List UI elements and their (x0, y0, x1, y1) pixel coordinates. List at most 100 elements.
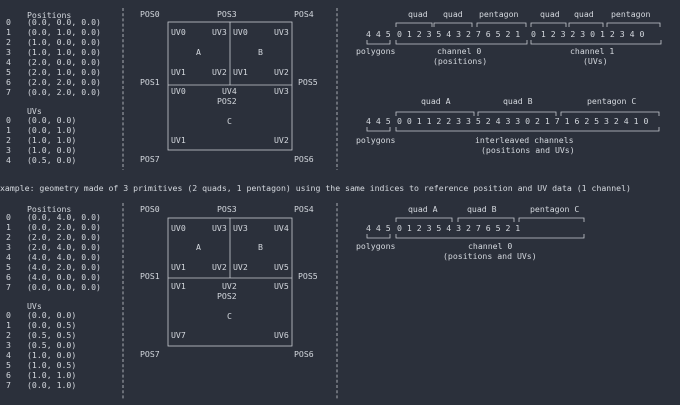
bottom-uv-c-br: UV6 (274, 330, 289, 340)
bottom-positions-list: Positions 0 (0.0, 4.0, 0.0) 1 (0.0, 2.0,… (6, 204, 101, 292)
bottom-uv-c-tl: UV1 (171, 281, 186, 291)
top-uvs-title: UVs (27, 106, 42, 116)
top-positions-list: Positions 0 (0.0, 0.0, 0.0) 1 (0.0, 1.0,… (6, 10, 101, 97)
top-r1-bracket-quad-4 (568, 22, 604, 27)
top-r1-group-quad-1: quad (408, 9, 428, 19)
bottom-r1-channel0-label: channel 0 (468, 241, 512, 251)
bottom-face-a: A (196, 242, 201, 252)
top-position-5-value: (2.0, 1.0, 0.0) (27, 67, 101, 77)
bottom-uv-b-tr: UV4 (274, 223, 289, 233)
bottom-label-pos7: POS7 (140, 349, 160, 359)
top-r2-group-pentagon-c: pentagon C (587, 96, 636, 106)
top-r1-bracket-quad-2 (433, 22, 473, 27)
top-position-6-value: (2.0, 2.0, 0.0) (27, 77, 101, 87)
bottom-r1-bracket-indices (395, 234, 585, 239)
bottom-uv-a-tl: UV0 (171, 223, 186, 233)
bottom-uv-a-bl: UV1 (171, 262, 186, 272)
top-r2-bracket-quad-a (395, 111, 475, 116)
top-position-0-index: 0 (6, 17, 11, 27)
bottom-label-pos2: POS2 (217, 291, 237, 301)
bottom-uv-5-index: 5 (6, 360, 11, 370)
bottom-uv-c-tm: UV2 (222, 281, 237, 291)
top-r1-bracket-polygons (366, 40, 391, 45)
bottom-position-5-value: (4.0, 2.0, 0.0) (27, 262, 101, 272)
bottom-channel-single: quad A quad B pentagon C 4 4 5 0 1 2 3 5… (356, 204, 585, 261)
top-uv-b-tl: UV0 (233, 27, 248, 37)
bottom-position-0-index: 0 (6, 212, 11, 222)
bottom-r1-channel0-sub: (positions and UVs) (443, 251, 537, 261)
caption: xample: geometry made of 3 primitives (2… (0, 183, 631, 193)
top-uv-b-bl: UV1 (233, 67, 248, 77)
bottom-position-1-index: 1 (6, 222, 11, 232)
top-r2-bracket-polygons (366, 127, 391, 132)
bottom-label-pos5: POS5 (298, 271, 318, 281)
bottom-uv-4-index: 4 (6, 350, 11, 360)
top-r1-channel0-indices: 0 1 2 3 5 4 3 2 7 6 5 2 1 (397, 29, 520, 39)
bottom-uv-7-index: 7 (6, 380, 11, 390)
top-label-pos5: POS5 (298, 77, 318, 87)
bottom-r1-indices: 0 1 2 3 5 4 3 2 7 6 5 2 1 (397, 223, 520, 233)
bottom-uv-a-br: UV2 (212, 262, 227, 272)
bottom-position-3-index: 3 (6, 242, 11, 252)
bottom-uv-5-value: (1.0, 0.5) (27, 360, 76, 370)
top-r2-bracket-indices (395, 127, 660, 132)
bottom-uv-a-tr: UV3 (212, 223, 227, 233)
bottom-uvs-list: UVs 0 (0.0, 0.0) 1 (0.0, 0.5) 2 (0.5, 0.… (6, 301, 76, 390)
bottom-uv-2-value: (0.5, 0.5) (27, 330, 76, 340)
bottom-uv-1-value: (0.0, 0.5) (27, 320, 76, 330)
bottom-position-7-value: (0.0, 0.0, 0.0) (27, 282, 101, 292)
top-position-3-value: (1.0, 1.0, 0.0) (27, 47, 101, 57)
top-r1-channel1-label: channel 1 (570, 46, 614, 56)
top-r1-polygon-counts: 4 4 5 (366, 29, 391, 39)
top-face-c: C (227, 116, 232, 126)
top-r1-bracket-pentagon-1 (476, 22, 527, 27)
top-label-pos7: POS7 (140, 154, 160, 164)
top-r1-bracket-quad-1 (395, 22, 433, 27)
top-uv-a-tl: UV0 (171, 27, 186, 37)
bottom-uv-c-tr: UV5 (274, 281, 289, 291)
bottom-uv-1-index: 1 (6, 320, 11, 330)
bottom-uv-b-bl: UV2 (233, 262, 248, 272)
bottom-position-5-index: 5 (6, 262, 11, 272)
bottom-position-4-index: 4 (6, 252, 11, 262)
top-r2-bracket-pentagon-c (560, 111, 660, 116)
top-uv-4-index: 4 (6, 155, 11, 165)
bottom-label-pos6: POS6 (294, 349, 314, 359)
bottom-uvs-title: UVs (27, 301, 42, 311)
bottom-r1-group-pentagon-c: pentagon C (530, 204, 579, 214)
top-face-b: B (258, 47, 263, 57)
top-channels-interleaved: quad A quad B pentagon C 4 4 5 0 0 1 1 2… (356, 96, 660, 155)
top-r1-group-pentagon-1: pentagon (479, 9, 519, 19)
top-position-4-index: 4 (6, 57, 11, 67)
top-r1-bracket-channel1 (530, 40, 662, 45)
top-uv-c-bl: UV1 (171, 135, 186, 145)
bottom-position-7-index: 7 (6, 282, 11, 292)
top-position-6-index: 6 (6, 77, 11, 87)
top-channels-separate: quad quad pentagon quad quad pentagon 4 … (356, 9, 662, 66)
top-r1-channel1-sub: (UVs) (583, 56, 608, 66)
top-uv-2-index: 2 (6, 135, 11, 145)
top-r1-bracket-pentagon-2 (606, 22, 661, 27)
top-uv-c-br: UV2 (274, 135, 289, 145)
top-position-7-value: (0.0, 2.0, 0.0) (27, 87, 101, 97)
bottom-position-6-value: (4.0, 0.0, 0.0) (27, 272, 101, 282)
top-label-pos2: POS2 (217, 96, 237, 106)
top-r1-channel0-label: channel 0 (437, 46, 481, 56)
bottom-uv-3-index: 3 (6, 340, 11, 350)
bottom-label-pos4: POS4 (294, 204, 314, 214)
top-r2-group-quad-b: quad B (503, 96, 533, 106)
top-r2-group-quad-a: quad A (421, 96, 451, 106)
top-r2-sub: (positions and UVs) (481, 145, 575, 155)
top-label-pos1: POS1 (140, 77, 160, 87)
top-uv-a-tr: UV3 (212, 27, 227, 37)
top-position-4-value: (2.0, 0.0, 0.0) (27, 57, 101, 67)
top-r1-channel1-indices: 0 1 2 3 2 3 0 1 2 3 4 0 (531, 29, 644, 39)
top-uv-c-tm: UV4 (222, 86, 237, 96)
top-r1-bracket-quad-3 (530, 22, 567, 27)
bottom-r1-polygons-label: polygons (356, 241, 396, 251)
bottom-mesh: POS0 POS3 POS4 POS1 POS5 POS2 POS7 POS6 … (140, 204, 318, 359)
bottom-position-2-value: (2.0, 2.0, 0.0) (27, 232, 101, 242)
top-uv-b-tr: UV3 (274, 27, 289, 37)
bottom-label-pos1: POS1 (140, 271, 160, 281)
bottom-r1-bracket-pentagon-c (518, 217, 585, 222)
